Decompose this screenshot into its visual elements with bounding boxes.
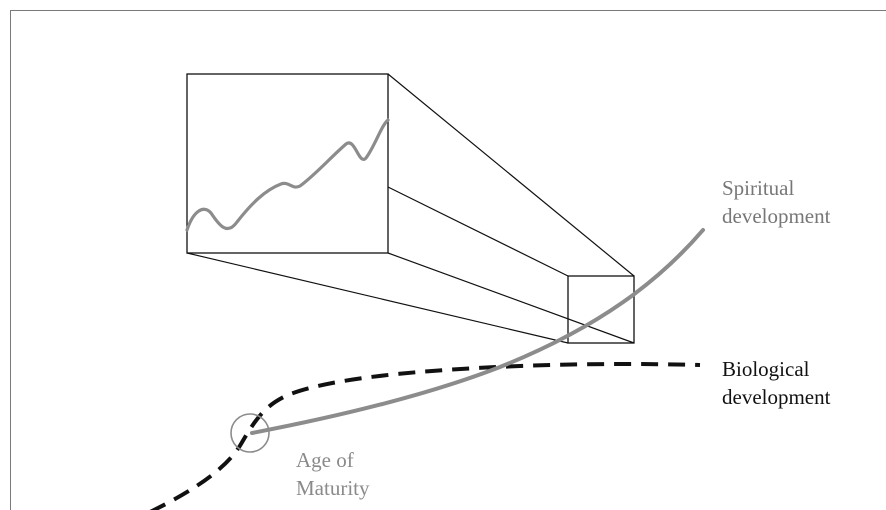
maturity-marker [230,413,270,453]
zoom-inset-box [186,73,389,254]
maturity-label-line-2: Maturity [296,476,370,500]
biological-development-curve [149,362,701,510]
zoom-source-box [567,275,635,344]
projection-line-middle [387,186,569,277]
zoom-projection-lines [186,73,635,344]
spiritual-development-curve [250,228,705,435]
biological-label-line-1: Biological [722,357,810,381]
projection-line-top [387,73,635,277]
spiritual-label-line-2: development [722,204,831,228]
magnified-spiritual-curve [185,118,390,232]
projection-line-right-bottom [387,252,635,344]
projection-line-bottom [186,252,569,344]
age-of-maturity-label: Age of Maturity [296,446,370,502]
maturity-label-line-1: Age of [296,448,354,472]
biological-label-line-2: development [722,385,831,409]
spiritual-development-label: Spiritual development [722,174,830,230]
biological-development-label: Biological development [722,355,830,411]
spiritual-label-line-1: Spiritual [722,176,795,200]
diagram-frame [10,10,886,510]
